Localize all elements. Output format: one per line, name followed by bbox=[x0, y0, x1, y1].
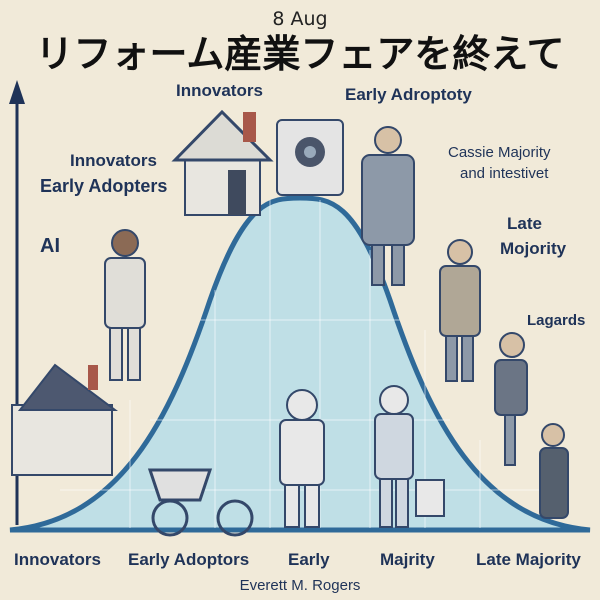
label-late: Late bbox=[507, 214, 542, 233]
axis-label: Late Majority bbox=[476, 550, 581, 569]
label-early-adopters-left: Early Adopters bbox=[40, 176, 168, 196]
label-cassie-majority: Cassie Majority bbox=[448, 144, 551, 161]
label-mojority: Mojority bbox=[500, 239, 567, 258]
small-house-icon bbox=[11, 363, 118, 476]
label-lagards: Lagards bbox=[527, 312, 586, 329]
author-credit: Everett M. Rogers bbox=[239, 577, 361, 594]
label-innovators-top: Innovators bbox=[176, 81, 263, 100]
bicycle-icon bbox=[147, 468, 254, 537]
label-innovators-left: Innovators bbox=[70, 151, 157, 170]
axis-label: Early Adoptors bbox=[128, 550, 250, 569]
house-icon bbox=[171, 109, 274, 216]
axis-label: Majrity bbox=[380, 550, 435, 569]
people-figures bbox=[104, 126, 569, 528]
arrow-up-icon bbox=[9, 80, 25, 104]
bell-curve bbox=[9, 195, 591, 533]
page-title: リフォーム産業フェアを終えて bbox=[35, 32, 565, 76]
label-ai: AI bbox=[40, 235, 60, 257]
axis-label: Innovators bbox=[14, 550, 101, 569]
axis-label: Early bbox=[288, 550, 330, 569]
label-early-adroptoty: Early Adroptoty bbox=[345, 85, 472, 104]
date-label: 8 Aug bbox=[272, 8, 328, 30]
camera-device-icon bbox=[276, 119, 344, 196]
label-and-intestivet: and intestivet bbox=[460, 165, 549, 182]
